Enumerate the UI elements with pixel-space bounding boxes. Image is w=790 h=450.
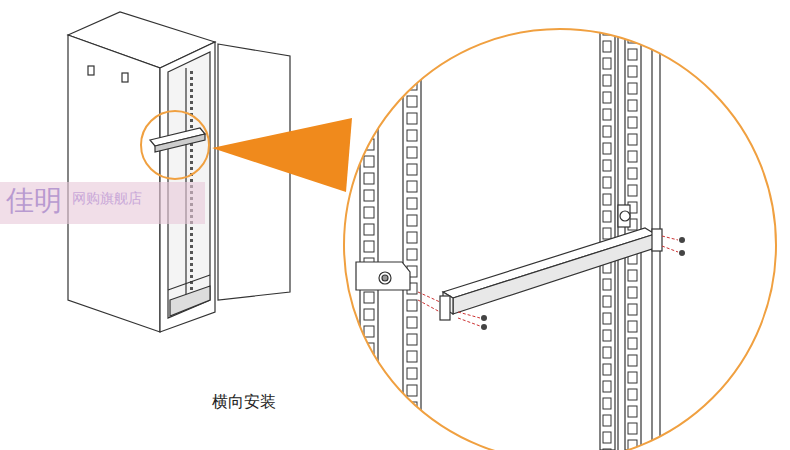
illustration-part <box>443 228 655 298</box>
illustration-part <box>652 229 662 251</box>
illustration-part <box>403 0 421 450</box>
illustration-part <box>600 0 615 450</box>
illustration-part <box>618 205 630 227</box>
illustration-part <box>170 286 210 316</box>
illustration-part <box>662 246 678 252</box>
focus-circle <box>141 111 209 179</box>
illustration-part <box>356 262 410 290</box>
illustration-part <box>440 296 450 320</box>
illustration-part <box>360 0 378 450</box>
illustration-part <box>662 236 678 240</box>
cabinet <box>68 12 215 332</box>
illustration-part <box>659 0 660 450</box>
illustration-part <box>481 315 487 321</box>
illustration-part <box>453 234 655 314</box>
zoom-circle <box>344 29 776 450</box>
caption-label: 横向安装 <box>212 393 276 411</box>
illustration-part <box>620 211 630 221</box>
illustration-part <box>679 250 685 256</box>
illustration-part <box>418 300 440 312</box>
illustration-part <box>418 236 678 326</box>
illustration-part <box>440 228 662 320</box>
illustration-part <box>418 292 440 302</box>
illustration-part <box>458 318 480 326</box>
illustration-part <box>458 312 480 318</box>
cabinet-door <box>218 44 290 300</box>
illustration-part <box>679 237 685 243</box>
watermark-text: 网购旗舰店 <box>72 191 142 206</box>
zoom-wedge <box>212 118 352 192</box>
illustration-part <box>88 66 94 75</box>
illustration-part <box>481 324 487 330</box>
illustration-part <box>122 73 128 82</box>
illustration-part <box>379 272 391 284</box>
illustration-part <box>155 134 205 152</box>
illustration-part <box>360 0 660 450</box>
zoom-detail <box>344 0 778 450</box>
screws <box>481 237 685 330</box>
illustration-part <box>382 275 388 281</box>
watermark-band <box>0 182 205 224</box>
illustration-part <box>651 0 652 450</box>
watermark-text: 佳明 <box>6 186 62 217</box>
